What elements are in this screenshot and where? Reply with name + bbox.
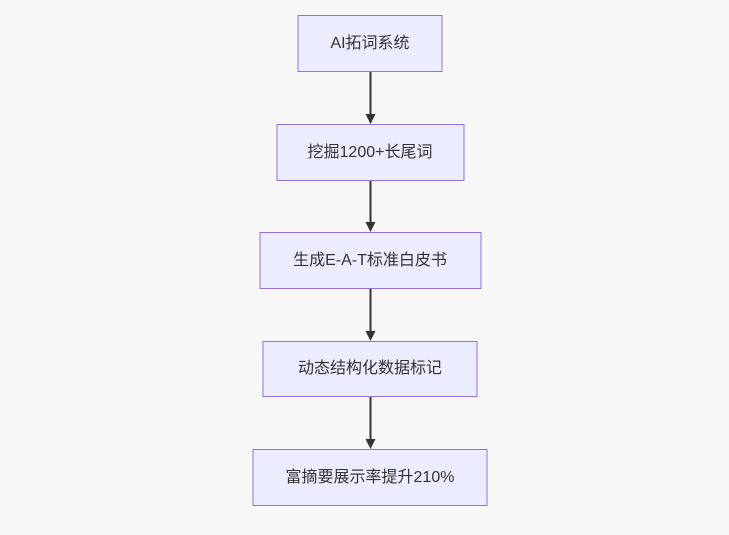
flow-node-label: 富摘要展示率提升210% xyxy=(285,468,455,486)
flow-node-label: 挖掘1200+长尾词 xyxy=(307,143,433,161)
flow-node-label: 动态结构化数据标记 xyxy=(297,360,442,377)
down-arrow-icon xyxy=(365,397,375,449)
down-arrow-icon xyxy=(365,289,375,341)
flow-node-eat-whitepaper[interactable]: 生成E-A-T标准白皮书 xyxy=(259,232,481,289)
flow-node-label: AI拓词系统 xyxy=(330,34,410,52)
flow-node-structured-data[interactable]: 动态结构化数据标记 xyxy=(262,341,478,397)
flowchart: AI拓词系统 挖掘1200+长尾词 生成E-A-T标准白皮书 动态结构化数据标记 xyxy=(252,15,488,506)
flow-node-longtail-keywords[interactable]: 挖掘1200+长尾词 xyxy=(276,124,464,181)
down-arrow-icon xyxy=(365,181,375,232)
flow-node-label: 生成E-A-T标准白皮书 xyxy=(293,251,447,269)
flow-node-rich-snippet-result[interactable]: 富摘要展示率提升210% xyxy=(252,449,488,506)
flow-node-ai-word-system[interactable]: AI拓词系统 xyxy=(297,15,443,72)
down-arrow-icon xyxy=(365,72,375,124)
